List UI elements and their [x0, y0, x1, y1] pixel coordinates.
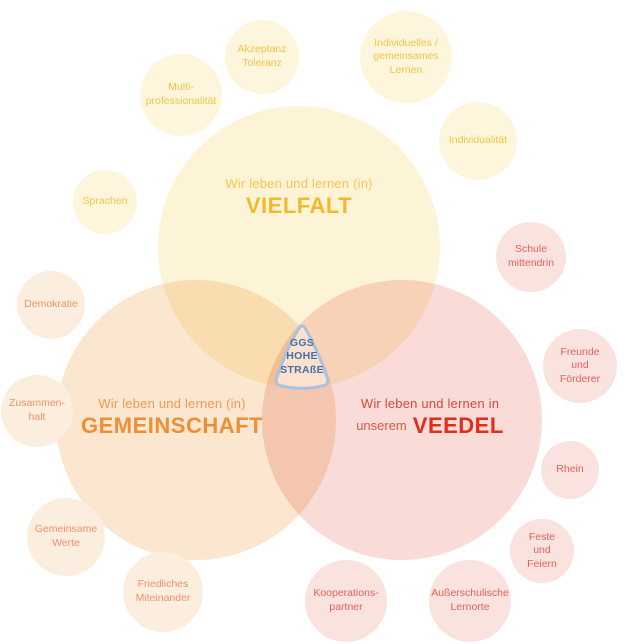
veedel-title: VEEDEL — [412, 413, 504, 438]
satellite-schule-mittendrin: Schule mittendrin — [496, 222, 566, 292]
satellite-label: Demokratie — [24, 298, 78, 311]
circle-veedel — [262, 280, 542, 560]
satellite-sprachen: Sprachen — [73, 170, 137, 234]
satellite-demokratie: Demokratie — [17, 271, 85, 339]
satellite-label: Individuelles / gemeinsames Lernen — [373, 36, 439, 76]
veedel-title-line: unserem VEEDEL — [356, 413, 504, 438]
satellite-individuelles-gemeinsames-lernen: Individuelles / gemeinsames Lernen — [360, 11, 452, 103]
satellite-label: Friedliches Miteinander — [135, 578, 191, 604]
satellite-label: Individualität — [448, 134, 508, 147]
satellite-freunde-und-foerderer: Freunde und Förderer — [543, 329, 617, 403]
satellite-feste-und-feiern: Feste und Feiern — [510, 519, 574, 583]
satellite-label: Feste und Feiern — [527, 530, 557, 570]
satellite-kooperationspartner: Kooperations- partner — [305, 560, 387, 642]
vielfalt-title: VIELFALT — [245, 193, 353, 218]
satellite-label: Akzeptanz Toleranz — [237, 43, 287, 69]
triangle-outline-icon — [274, 324, 330, 390]
vielfalt-label: Wir leben und lernen (in) VIELFALT — [159, 176, 439, 219]
satellite-label: Sprachen — [82, 195, 128, 208]
satellite-rhein: Rhein — [541, 441, 599, 499]
satellite-label: Außerschulische Lernorte — [431, 587, 509, 613]
satellite-multiprofessionalitaet: Multi- professionalität — [140, 54, 222, 136]
satellite-gemeinsame-werte: Gemeinsame Werte — [27, 498, 105, 576]
veedel-pre-text: Wir leben und lernen in — [360, 396, 500, 411]
gemeinschaft-title: GEMEINSCHAFT — [81, 413, 263, 438]
satellite-akzeptanz-toleranz: Akzeptanz Toleranz — [225, 20, 299, 94]
satellite-friedliches-miteinander: Friedliches Miteinander — [123, 552, 203, 632]
veedel-label: Wir leben und lernen in unserem VEEDEL — [294, 396, 566, 439]
gemeinschaft-label: Wir leben und lernen (in) GEMEINSCHAFT — [32, 396, 312, 439]
satellite-label: Zusammen- halt — [8, 397, 65, 423]
satellite-label: Freunde und Förderer — [559, 345, 601, 385]
veedel-pre2-text: unserem — [356, 418, 407, 433]
satellite-label: Gemeinsame Werte — [34, 523, 98, 549]
gemeinschaft-pre-text: Wir leben und lernen (in) — [98, 396, 246, 411]
satellite-ausserschulische-lernorte: Außerschulische Lernorte — [429, 560, 511, 642]
center-school-name: GGS HOHE STRAßE — [280, 336, 324, 376]
satellite-label: Multi- professionalität — [145, 81, 217, 107]
satellite-label: Kooperations- partner — [313, 587, 379, 613]
satellite-individualitaet: Individualität — [439, 102, 517, 180]
center-badge: GGS HOHE STRAßE — [261, 317, 343, 397]
vielfalt-pre-text: Wir leben und lernen (in) — [225, 176, 373, 191]
satellite-label: Rhein — [556, 463, 584, 476]
satellite-zusammenhalt: Zusammen- halt — [1, 375, 73, 447]
satellite-label: Schule mittendrin — [507, 243, 555, 269]
